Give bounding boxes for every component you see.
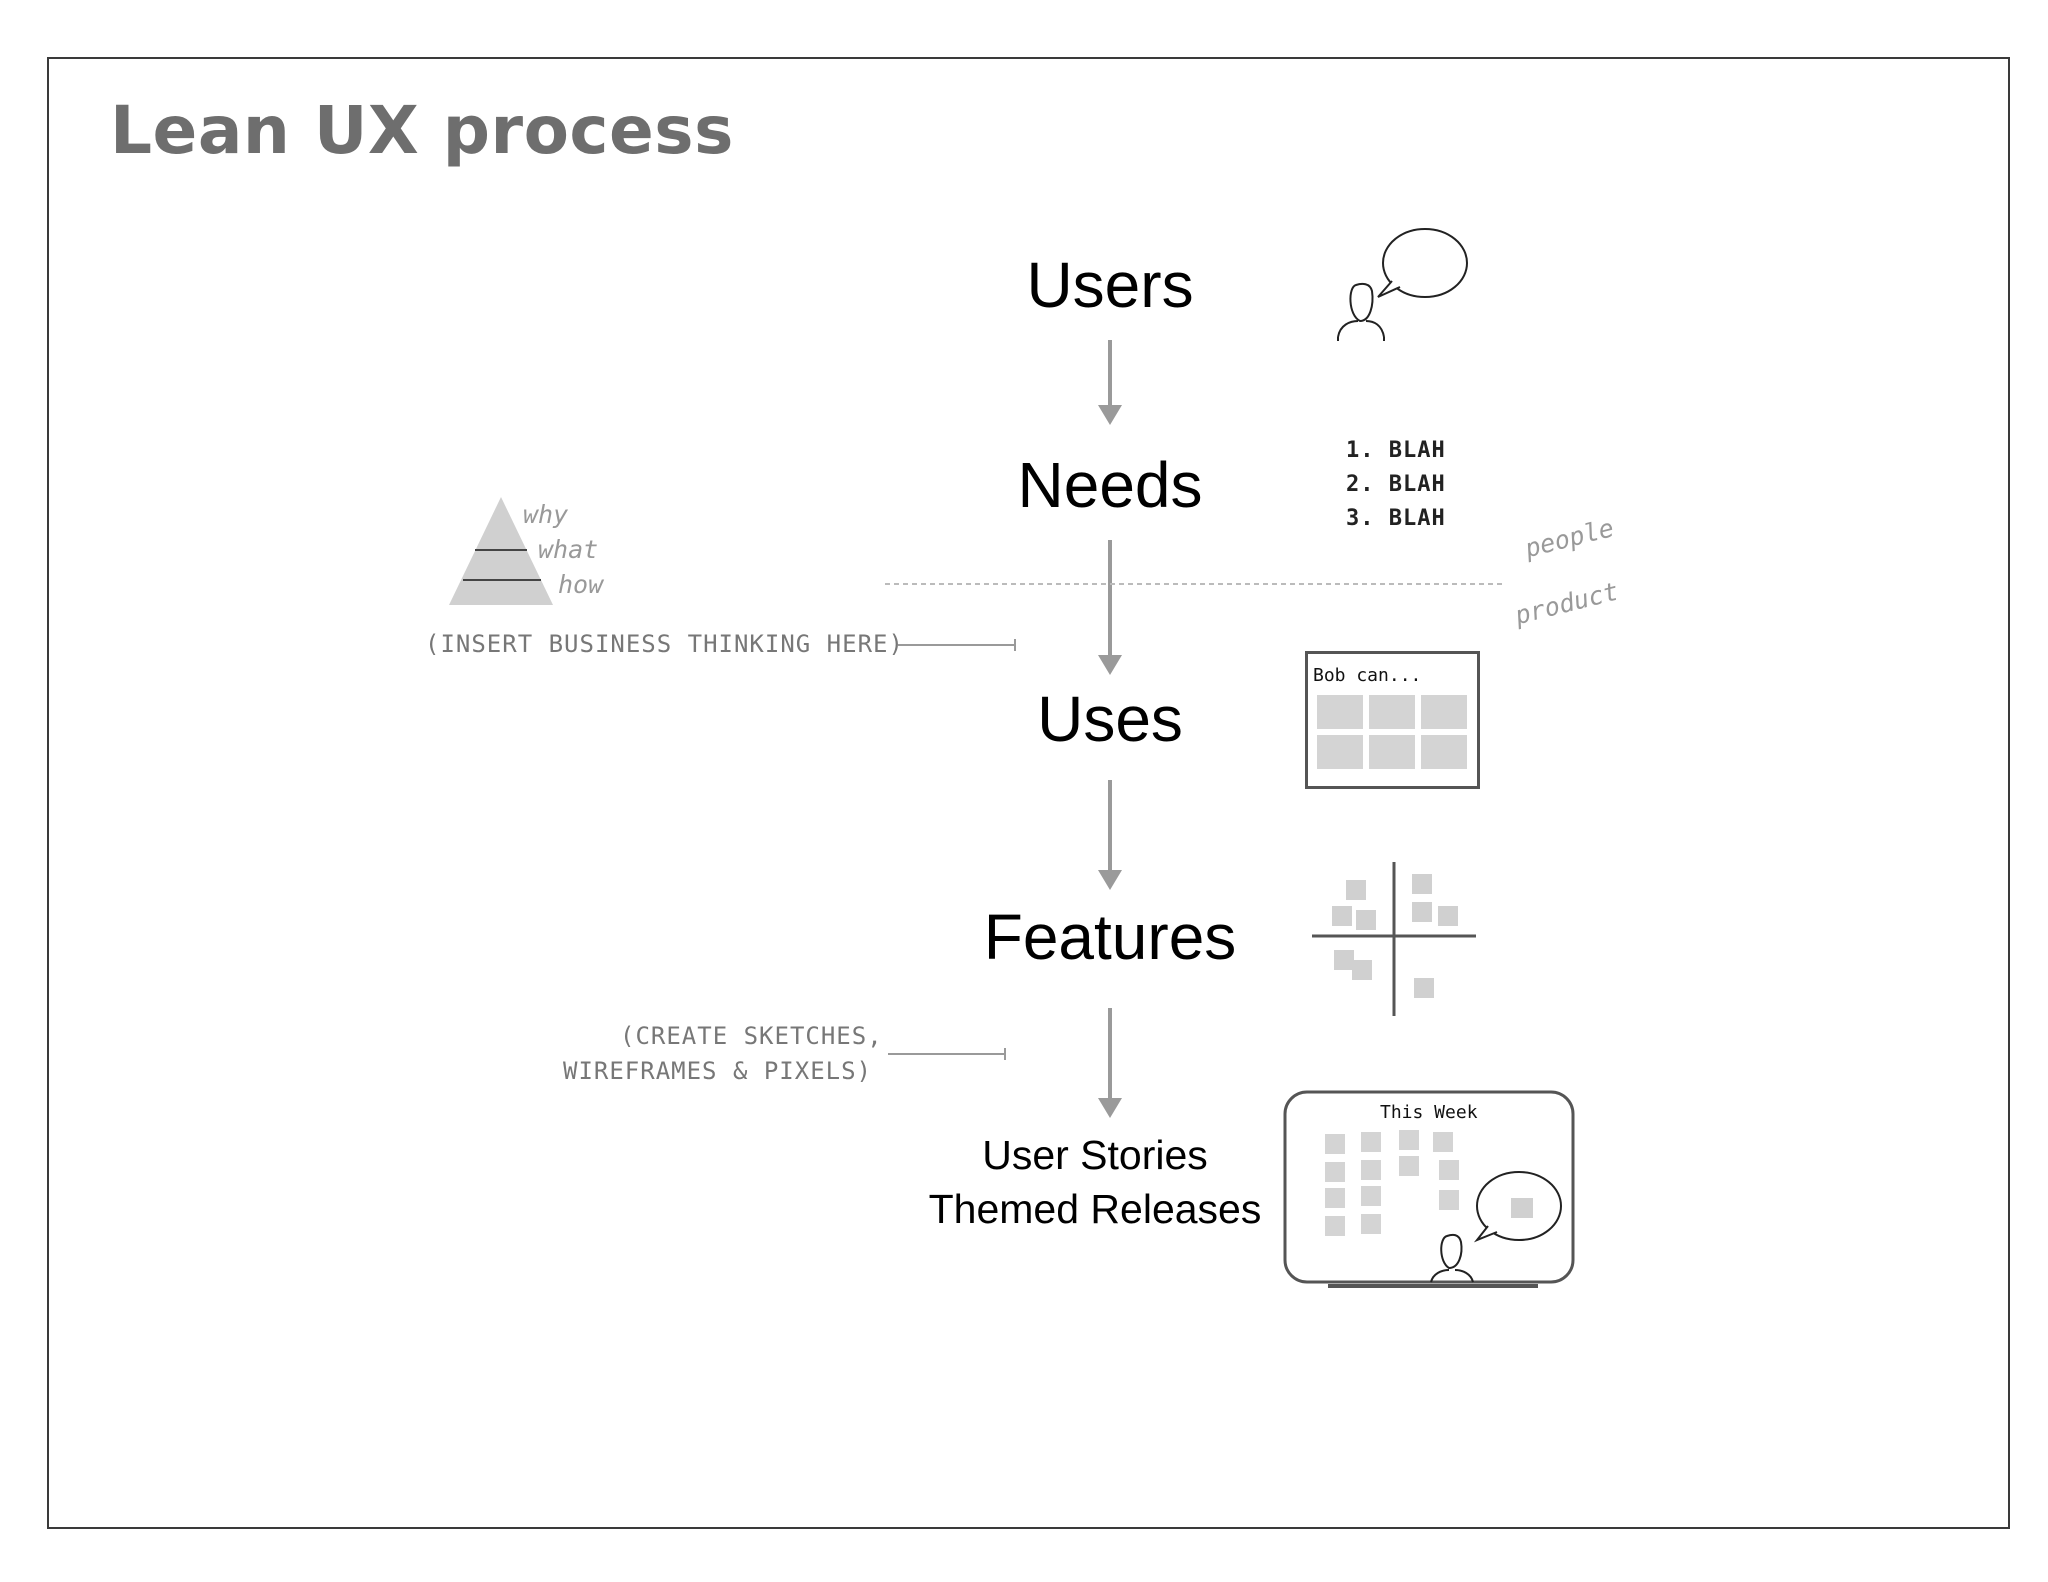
step-users: Users (1026, 249, 1194, 321)
business-thinking-annotation: (INSERT BUSINESS THINKING HERE) (425, 630, 904, 658)
step-user-stories: User Stories (982, 1132, 1208, 1178)
features-matrix-icon (1312, 862, 1476, 1016)
board-label: This Week (1380, 1102, 1478, 1123)
step-uses: Uses (1037, 683, 1183, 755)
pyramid-label-why: why (523, 500, 569, 529)
uses-card-label: Bob can... (1313, 665, 1422, 686)
needs-list-item: 2. BLAH (1346, 472, 1446, 497)
slide-frame (47, 57, 2010, 1529)
step-themed-releases: Themed Releases (928, 1186, 1262, 1232)
step-features: Features (983, 901, 1237, 973)
needs-list-item: 3. BLAH (1346, 506, 1446, 531)
pyramid-label-what: what (538, 535, 599, 564)
uses-storyboard-icon (1305, 651, 1480, 789)
user-speech-icon (1337, 228, 1468, 341)
this-week-board-icon (1283, 1090, 1575, 1288)
step-needs: Needs (1017, 449, 1203, 521)
sketches-annotation-line2: WIREFRAMES & PIXELS) (563, 1057, 872, 1085)
pyramid-label-how: how (558, 570, 604, 599)
slide-title: Lean UX process (110, 92, 734, 169)
why-what-how-pyramid-icon (449, 497, 553, 605)
needs-list-item: 1. BLAH (1346, 438, 1446, 463)
sketches-annotation-line1: (CREATE SKETCHES, (620, 1022, 883, 1050)
